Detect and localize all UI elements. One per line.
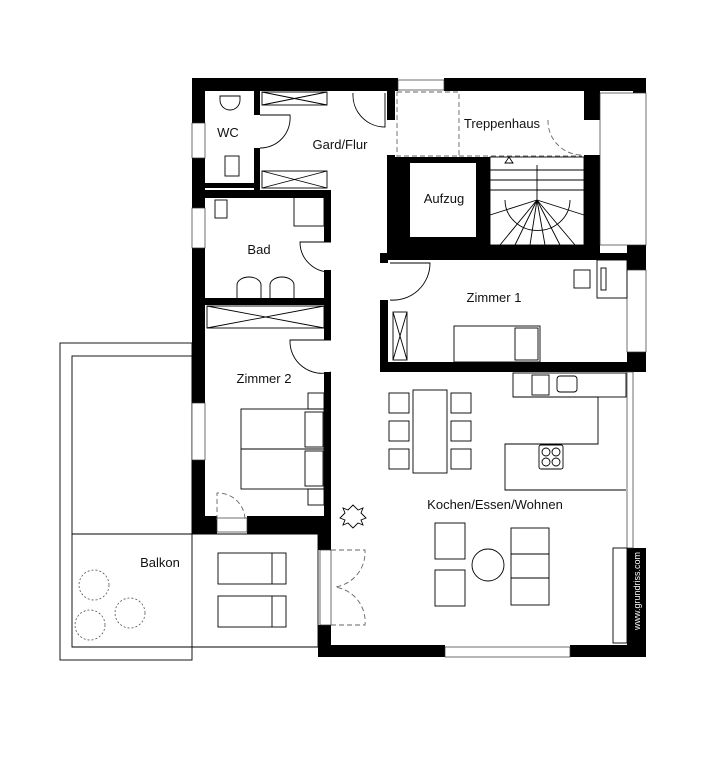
wardrobes [206,91,408,361]
balkon-furniture [74,552,287,641]
staircase [489,156,585,246]
room-label-zimmer-1: Zimmer 1 [467,290,522,305]
walls [192,78,646,657]
room-label-kochen-essen-wohnen: Kochen/Essen/Wohnen [427,497,563,512]
living-furniture [339,504,628,644]
room-label-balkon: Balkon [140,555,180,570]
watermark: www.grundriss.com [632,552,642,631]
room-label-treppenhaus: Treppenhaus [464,116,541,131]
zimmer-2-furniture [240,392,325,506]
room-labels: WC Gard/Flur Treppenhaus Aufzug Bad Zimm… [140,116,563,570]
room-label-zimmer-2: Zimmer 2 [237,371,292,386]
sanitary-fixtures [214,95,325,298]
zimmer-1-furniture [453,259,628,363]
balkon-outline [59,342,319,661]
room-label-wc: WC [217,125,239,140]
room-label-aufzug: Aufzug [424,191,464,206]
kitchen-dining-furniture [388,372,627,491]
room-label-gard-flur: Gard/Flur [313,137,369,152]
windows [191,79,647,658]
doors [216,91,583,626]
room-label-bad: Bad [247,242,270,257]
